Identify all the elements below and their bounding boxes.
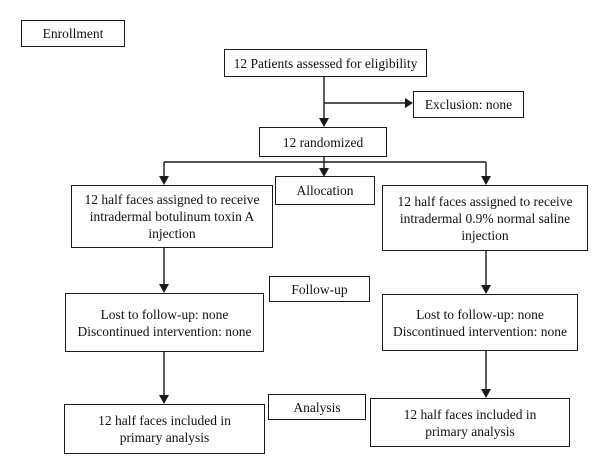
right-assigned-text: 12 half faces assigned to receive intrad… — [397, 193, 573, 243]
right-lost-box: Lost to follow-up: none Discontinued int… — [382, 294, 578, 351]
left-assigned-text: 12 half faces assigned to receive intrad… — [84, 192, 260, 241]
arrowhead-to-right-analyzed — [481, 389, 491, 398]
stage-label-enrollment-text: Enrollment — [42, 26, 104, 41]
arrowhead-to-left-analyzed — [159, 395, 169, 404]
left-lost-box: Lost to follow-up: none Discontinued int… — [65, 293, 264, 352]
assessed-text: 12 Patients assessed for eligibility — [233, 55, 418, 71]
arrowhead-to-left-lost — [159, 284, 169, 293]
left-analyzed-box: 12 half faces included in primary analys… — [64, 404, 265, 454]
stage-label-follow-up: Follow-up — [269, 276, 370, 302]
arrowhead-to-left-assigned — [159, 176, 169, 185]
right-assigned-box: 12 half faces assigned to receive intrad… — [382, 185, 588, 251]
left-lost-text: Lost to follow-up: none Discontinued int… — [77, 306, 252, 339]
randomized-box: 12 randomized — [259, 127, 387, 157]
stage-label-analysis-text: Analysis — [293, 399, 341, 415]
exclusion-text: Exclusion: none — [424, 97, 513, 112]
left-analyzed-text: 12 half faces included in primary analys… — [98, 413, 231, 445]
stage-label-enrollment: Enrollment — [21, 20, 125, 47]
stage-label-follow-up-text: Follow-up — [291, 281, 348, 297]
randomized-text: 12 randomized — [282, 134, 364, 150]
right-lost-text: Lost to follow-up: none Discontinued int… — [393, 306, 567, 339]
arrowhead-to-exclusion — [405, 98, 413, 108]
stage-label-allocation: Allocation — [275, 176, 375, 205]
right-analyzed-text: 12 half faces included in primary analys… — [403, 406, 537, 439]
arrowhead-to-right-lost — [481, 285, 491, 294]
arrowhead-to-randomized — [319, 118, 329, 127]
assessed-box: 12 Patients assessed for eligibility — [224, 49, 427, 77]
arrowhead-to-right-assigned — [481, 176, 491, 185]
stage-label-allocation-text: Allocation — [296, 183, 354, 198]
left-assigned-box: 12 half faces assigned to receive intrad… — [71, 185, 273, 248]
stage-label-analysis: Analysis — [268, 394, 366, 420]
right-analyzed-box: 12 half faces included in primary analys… — [370, 398, 570, 447]
exclusion-box: Exclusion: none — [413, 91, 524, 118]
